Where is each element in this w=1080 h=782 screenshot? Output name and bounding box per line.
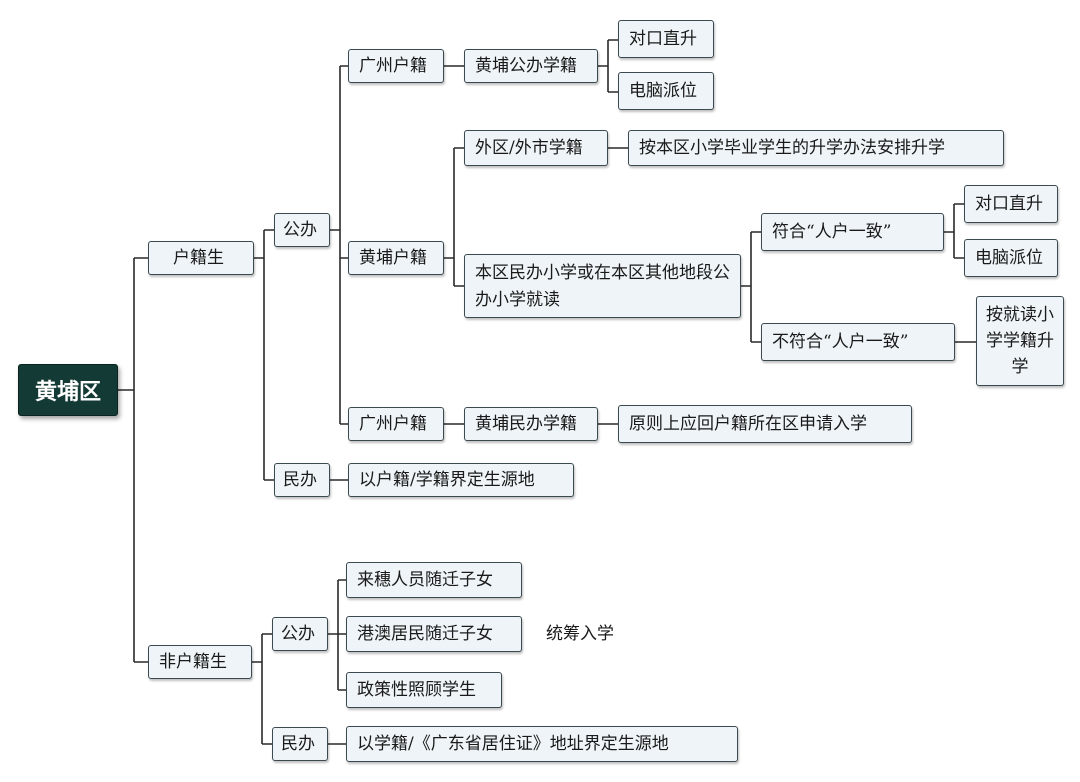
node-huji-private-result: 以户籍/学籍界定生源地	[348, 463, 574, 497]
note-unified-admission: 统筹入学	[546, 624, 614, 644]
root-node: 黄埔区	[18, 364, 118, 416]
node-item-migrant-children: 来穗人员随迁子女	[346, 562, 522, 598]
node-outer-result: 按本区小学毕业学生的升学办法安排升学	[628, 130, 1004, 166]
node-household-match: 符合“人户一致”	[761, 213, 944, 251]
node-huangpu-public-record: 黄埔公办学籍	[464, 49, 598, 83]
node-huji-public: 公办	[274, 213, 330, 247]
node-huji-private: 民办	[274, 463, 330, 497]
node-option-direct-1: 对口直升	[618, 20, 714, 58]
node-item-hkmacao-children: 港澳居民随迁子女	[346, 616, 522, 652]
node-non-huji-private: 民办	[272, 727, 328, 761]
node-local-school: 本区民办小学或在本区其他地段公办小学就读	[464, 254, 741, 318]
node-option-lottery-2: 电脑派位	[964, 239, 1058, 277]
node-non-huji-private-result: 以学籍/《广东省居住证》地址界定生源地	[346, 726, 738, 762]
node-huangpu-private-record: 黄埔民办学籍	[464, 407, 598, 441]
node-outer-record: 外区/外市学籍	[464, 130, 608, 166]
node-option-direct-2: 对口直升	[964, 185, 1058, 223]
node-guangzhou-huji-2: 广州户籍	[348, 407, 444, 441]
node-option-lottery-1: 电脑派位	[618, 72, 714, 110]
node-huji-student: 户籍生	[148, 241, 254, 275]
node-guangzhou-huji-1: 广州户籍	[348, 49, 444, 83]
node-household-mismatch: 不符合“人户一致”	[761, 323, 955, 361]
node-non-huji-student: 非户籍生	[148, 645, 252, 679]
node-mismatch-result: 按就读小学学籍升学	[976, 296, 1064, 386]
node-item-policy-students: 政策性照顾学生	[346, 672, 502, 708]
node-huangpu-huji: 黄埔户籍	[348, 241, 444, 275]
node-non-huji-public: 公办	[272, 617, 328, 651]
node-return-result: 原则上应回户籍所在区申请入学	[618, 405, 912, 443]
